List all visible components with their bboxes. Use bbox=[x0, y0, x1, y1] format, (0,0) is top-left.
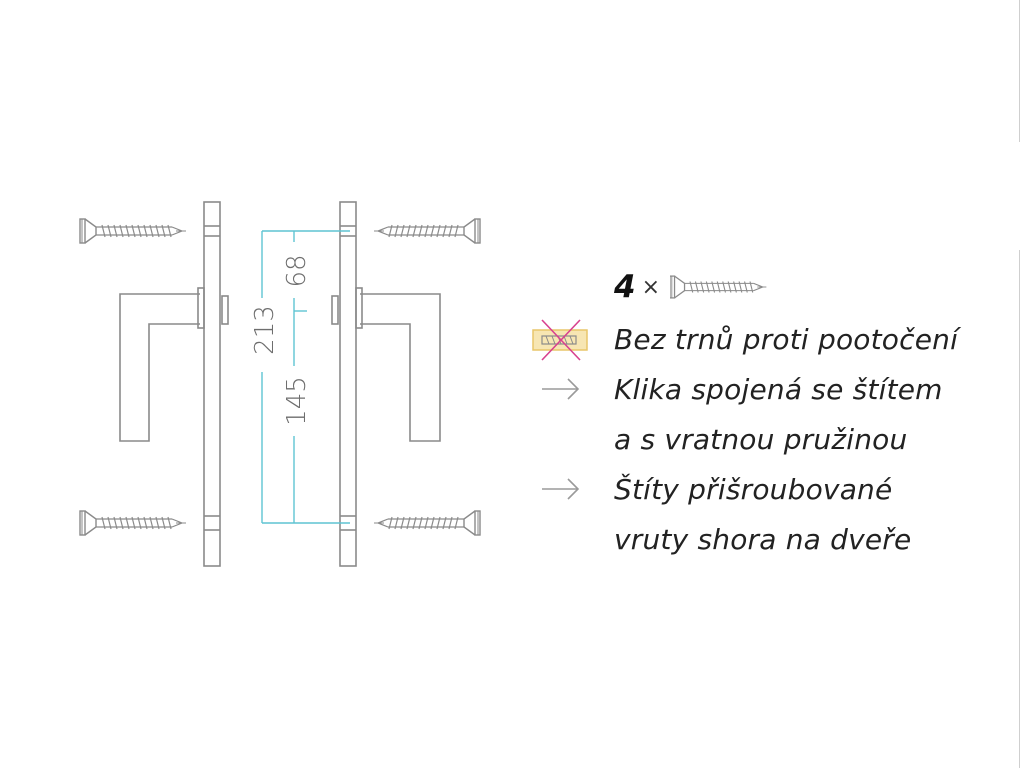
left-handle bbox=[119, 287, 229, 442]
page-edge-line bbox=[1019, 0, 1020, 142]
screw-icon bbox=[670, 275, 768, 299]
right-screw-bottom bbox=[373, 510, 481, 536]
feature-row-handle: Klika spojená se štítem bbox=[530, 364, 943, 414]
times-sign: × bbox=[641, 274, 661, 300]
feature-row-plates-cont: vruty shora na dveře bbox=[614, 514, 911, 564]
right-screw-top bbox=[373, 218, 481, 244]
right-front-plate bbox=[339, 201, 357, 567]
feature-2-line-2: vruty shora na dveře bbox=[614, 522, 912, 556]
feature-2-line-1: Štíty přišroubované bbox=[614, 472, 893, 506]
feature-row-plates: Štíty přišroubované bbox=[530, 464, 892, 514]
dimension-total: 213 bbox=[250, 305, 280, 355]
dimension-lines bbox=[261, 230, 350, 524]
arrow-right-icon bbox=[542, 478, 580, 500]
dimension-upper: 68 bbox=[282, 254, 312, 287]
feature-1-line-2: a s vratnou pružinou bbox=[614, 422, 908, 456]
left-back-plate bbox=[203, 201, 221, 567]
arrow-right-icon bbox=[542, 378, 580, 400]
feature-row-handle-cont: a s vratnou pružinou bbox=[614, 414, 907, 464]
left-screw-top bbox=[79, 218, 187, 244]
right-handle bbox=[331, 287, 441, 442]
feature-1-line-1: Klika spojená se štítem bbox=[614, 372, 943, 406]
page-edge-line bbox=[1019, 250, 1020, 768]
no-anti-rotation-pin-icon bbox=[532, 319, 588, 361]
screw-count-row: 4 × bbox=[614, 262, 770, 312]
left-screw-bottom bbox=[79, 510, 187, 536]
no-pins-row: Bez trnů proti pootočení bbox=[530, 314, 958, 364]
no-pins-text: Bez trnů proti pootočení bbox=[614, 322, 959, 356]
dimension-lower: 145 bbox=[282, 376, 312, 426]
screw-count: 4 bbox=[614, 269, 636, 305]
